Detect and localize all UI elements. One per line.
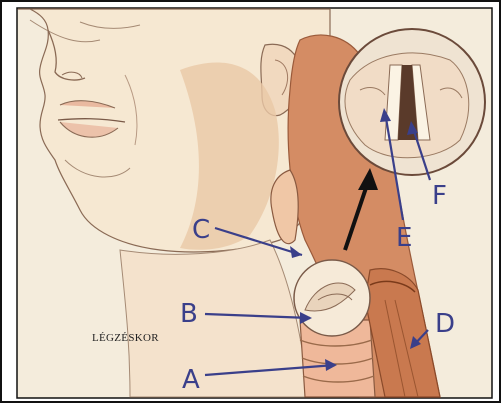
label-e: E xyxy=(396,223,412,253)
label-c: C xyxy=(192,215,210,245)
label-f: F xyxy=(432,181,447,211)
caption-legzeskor: LÉGZÉSKOR xyxy=(92,332,159,344)
label-b: B xyxy=(180,299,198,329)
label-a: A xyxy=(182,365,200,395)
label-d: D xyxy=(435,309,455,339)
